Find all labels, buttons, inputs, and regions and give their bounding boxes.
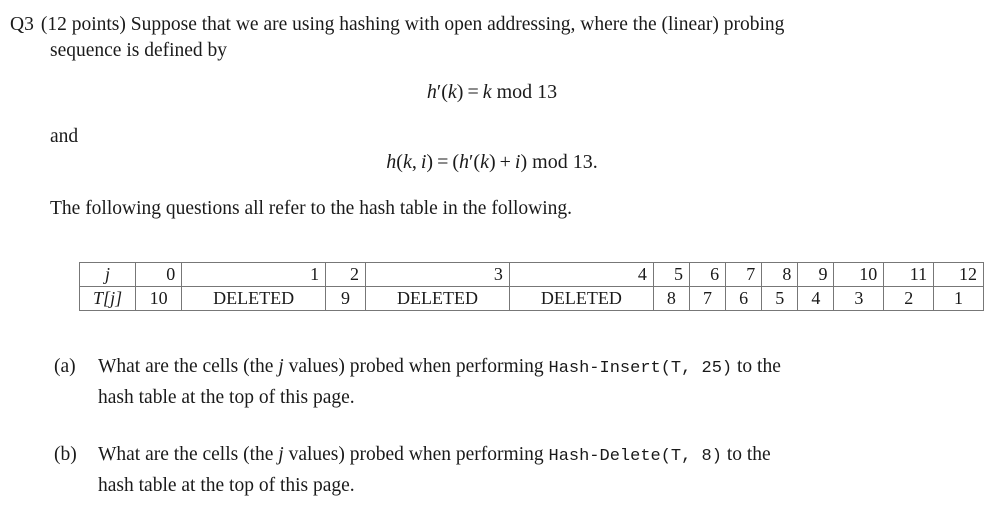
eq2-rhs-i: i (514, 151, 521, 173)
index-cell-7: 7 (725, 262, 763, 287)
value-cell-5: 8 (652, 286, 690, 311)
problem-line-1: Q3 (12 points) Suppose that we are using … (10, 12, 970, 38)
index-cell-0: 0 (135, 262, 183, 287)
index-cell-5: 5 (652, 262, 690, 287)
question-label: Q3 (10, 14, 34, 35)
subquestion-b: (b) What are the cells (the j values) pr… (54, 440, 969, 500)
value-cell-11: 2 (883, 286, 935, 311)
subq-a-text-mid: values) probed when performing (283, 356, 549, 377)
table-lead-in-text: The following questions all refer to the… (50, 198, 573, 219)
subq-b-text-before: What are the cells (the (98, 444, 279, 465)
value-cell-0: 10 (135, 286, 183, 311)
index-cell-9: 9 (797, 262, 835, 287)
subq-a-text-after: to the (732, 356, 781, 377)
eq2-rhs-prime: ′ (469, 151, 474, 173)
value-cell-1: DELETED (181, 286, 327, 311)
subq-b-code-hash-delete: Hash-Delete(T, 8) (548, 447, 722, 466)
hash-table: j 0 1 2 3 4 5 6 7 8 9 10 11 12 T[j] 10 D… (78, 262, 984, 311)
eq1-close-paren: ) (456, 81, 464, 103)
connector-and: and (50, 126, 79, 147)
index-cell-1: 1 (181, 262, 327, 287)
subquestion-b-body: What are the cells (the j values) probed… (98, 440, 969, 500)
eq2-rhs-function-h: h (459, 151, 470, 173)
subquestion-b-label: (b) (54, 444, 77, 465)
value-cell-6: 7 (688, 286, 727, 311)
eq2-modulus-value: 13. (572, 151, 598, 173)
eq1-arg-k: k (447, 81, 457, 103)
subquestion-a-body: What are the cells (the j values) probed… (98, 352, 969, 412)
eq2-function-h: h (386, 151, 397, 173)
eq2-rhs-inner-open: ( (473, 151, 481, 173)
subq-b-var-j: j (278, 444, 284, 465)
subq-a-code-hash-insert: Hash-Insert(T, 25) (548, 359, 733, 378)
hash-table-container: j 0 1 2 3 4 5 6 7 8 9 10 11 12 T[j] 10 D… (78, 262, 984, 311)
subq-b-text-mid: values) probed when performing (283, 444, 549, 465)
eq1-prime: ′ (436, 81, 442, 103)
subq-a-text-before: What are the cells (the (98, 356, 279, 377)
eq1-modulus-value: 13 (537, 81, 558, 103)
eq1-rhs-k: k (482, 81, 492, 103)
index-cell-10: 10 (833, 262, 885, 287)
problem-statement: Q3 (12 points) Suppose that we are using … (10, 12, 970, 64)
eq2-arg-k: k (402, 151, 412, 173)
row-header-j: j (78, 262, 137, 287)
index-cell-8: 8 (761, 262, 799, 287)
value-cell-2: 9 (325, 286, 366, 311)
eq2-comma: , (411, 151, 417, 173)
value-cell-9: 4 (797, 286, 835, 311)
eq2-close-paren: ) (426, 151, 434, 173)
value-cell-3: DELETED (365, 286, 510, 311)
subq-b-line-2: hash table at the top of this page. (98, 475, 355, 496)
index-cell-11: 11 (883, 262, 935, 287)
problem-text-1: (12 points) Suppose that we are using ha… (40, 14, 785, 35)
index-cell-3: 3 (365, 262, 510, 287)
eq2-rhs-inner-close: ) (488, 151, 496, 173)
index-cell-6: 6 (688, 262, 727, 287)
subq-a-var-j: j (278, 356, 284, 377)
subq-a-line-2: hash table at the top of this page. (98, 387, 355, 408)
value-cell-4: DELETED (508, 286, 654, 311)
value-cell-8: 5 (761, 286, 799, 311)
table-row-indices: j 0 1 2 3 4 5 6 7 8 9 10 11 12 (78, 262, 984, 287)
eq2-plus: + (499, 151, 511, 173)
value-cell-12: 1 (933, 286, 984, 311)
eq1-open-paren: ( (441, 81, 448, 103)
value-cell-10: 3 (833, 286, 885, 311)
eq1-equals: = (467, 81, 479, 103)
eq2-rhs-open-paren: ( (452, 151, 460, 173)
eq2-rhs-close-paren: ) (520, 151, 528, 173)
subq-b-text-after: to the (721, 444, 771, 465)
eq2-mod-operator: mod (532, 151, 568, 173)
eq2-rhs-inner-k: k (480, 151, 489, 173)
subquestion-a: (a) What are the cells (the j values) pr… (54, 352, 969, 412)
index-cell-12: 12 (933, 262, 984, 287)
row-header-tj: T[j] (78, 286, 137, 311)
index-cell-2: 2 (325, 262, 366, 287)
eq2-equals: = (437, 151, 449, 173)
subquestion-a-label: (a) (54, 356, 76, 377)
eq2-arg-i: i (420, 151, 427, 173)
eq1-mod-operator: mod (496, 81, 533, 103)
eq1-function-h: h (426, 81, 437, 103)
eq2-open-paren: ( (396, 151, 403, 173)
table-row-values: T[j] 10 DELETED 9 DELETED DELETED 8 7 6 … (78, 286, 984, 311)
problem-text-2: sequence is defined by (50, 40, 228, 61)
value-cell-7: 6 (725, 286, 763, 311)
index-cell-4: 4 (508, 262, 654, 287)
